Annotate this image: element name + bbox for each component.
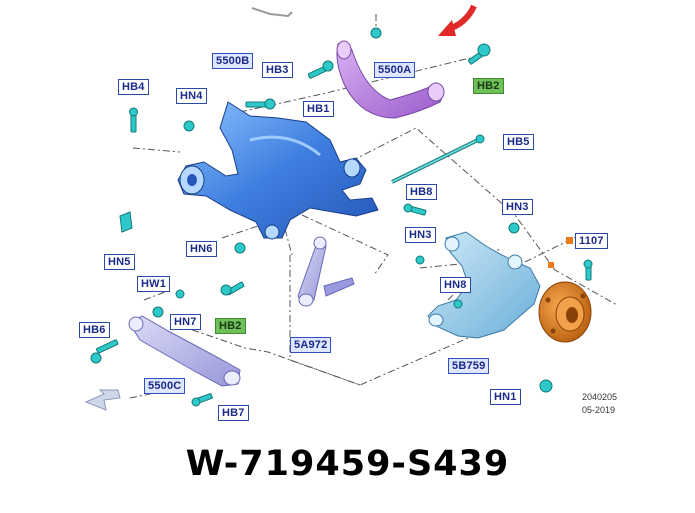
main-carrier [177,101,379,240]
hub-bearing [538,262,592,343]
diagram-code: 2040205 [582,392,618,402]
diagram-date: 05-2019 [582,405,616,415]
callout-hb7[interactable]: HB7 [218,405,249,421]
callout-5500b[interactable]: 5500B [212,53,254,69]
lower-arm [128,315,241,387]
callout-5500c[interactable]: 5500C [144,378,186,394]
front-direction-arrow-icon [84,389,121,411]
callout-hb1[interactable]: HB1 [303,101,334,117]
fasteners [90,27,593,407]
cropped-part-outline [251,7,293,18]
callout-hb4[interactable]: HB4 [118,79,149,95]
callout-hb5[interactable]: HB5 [503,134,534,150]
callout-hn6[interactable]: HN6 [186,241,217,257]
callout-hn3-right[interactable]: HN3 [502,199,533,215]
callout-hb3[interactable]: HB3 [262,62,293,78]
callout-hn3-left[interactable]: HN3 [405,227,436,243]
toe-link [297,236,355,307]
arrowhead-icon [438,20,456,36]
callout-hn7[interactable]: HN7 [170,314,201,330]
callout-5500a[interactable]: 5500A [374,62,416,78]
callout-hw1[interactable]: HW1 [137,276,171,292]
upper-control-arm [336,40,445,119]
callout-hn5[interactable]: HN5 [104,254,135,270]
callout-hb8[interactable]: HB8 [406,184,437,200]
callout-hb6[interactable]: HB6 [79,322,110,338]
part-number: W-719459-S439 [185,444,510,484]
callout-hn4[interactable]: HN4 [176,88,207,104]
suspension-exploded-diagram [84,4,618,411]
long-bolt [391,134,485,184]
callout-hb2-bottom[interactable]: HB2 [215,318,246,334]
callout-hb2-top[interactable]: HB2 [473,78,504,94]
callout-hn8[interactable]: HN8 [440,277,471,293]
callout-hn1[interactable]: HN1 [490,389,521,405]
callout-5b759[interactable]: 5B759 [448,358,490,374]
callout-5a972[interactable]: 5A972 [290,337,332,353]
callout-1107[interactable]: 1107 [566,233,608,249]
